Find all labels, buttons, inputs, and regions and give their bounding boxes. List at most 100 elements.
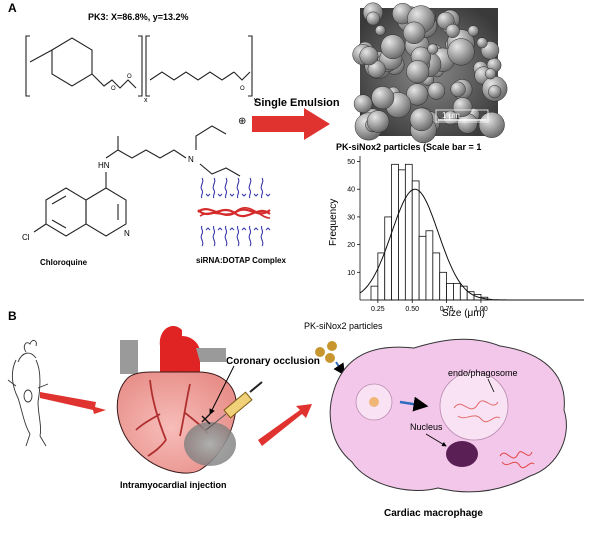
subscript-y: y [254, 97, 258, 104]
endo-phagosome-label: endo/phagosome [448, 368, 518, 378]
sirna-dotap-label: siRNA:DOTAP Complex [196, 256, 286, 265]
sem-particle [443, 110, 458, 126]
single-emulsion-arrow [252, 108, 330, 140]
chloroquine-label: Chloroquine [40, 258, 88, 267]
lipid-head [229, 193, 235, 197]
sem-particle [353, 94, 373, 114]
sem-particle [402, 21, 426, 44]
released-sirna [453, 400, 501, 423]
panel-letter-a: A [8, 1, 17, 15]
polymer-structure [25, 35, 253, 97]
x-tick-label: 1.00 [474, 306, 488, 313]
ring-n-label: N [124, 229, 130, 238]
lipid-tail [248, 225, 252, 247]
sem-particle [366, 110, 390, 133]
lipid-tail [224, 177, 228, 199]
sem-particle [409, 107, 434, 132]
lipid-head [205, 227, 211, 231]
lipid-tail [224, 225, 228, 247]
charge-symbol: ⊕ [238, 116, 246, 127]
sem-particle [452, 97, 473, 117]
lipid-head [253, 227, 259, 231]
sirna-dotap-graphic [197, 177, 271, 247]
oxygen-label: O [127, 74, 132, 80]
sem-particle [450, 81, 466, 97]
coronary-pointer [209, 365, 235, 415]
lipid-tail [212, 177, 216, 199]
x-tick-label: 0.50 [405, 306, 419, 313]
lipid-head [241, 227, 247, 231]
heart-illustration [116, 325, 237, 474]
sem-particle [359, 46, 379, 66]
sem-particle [488, 85, 502, 99]
endo-phagosome [439, 371, 509, 441]
chloroquine-structure [33, 125, 241, 237]
histogram-bar [439, 271, 447, 301]
panel-letter-b: B [8, 309, 17, 323]
lipid-tail [212, 225, 216, 247]
cl-label: Cl [22, 233, 30, 242]
histogram-bar [466, 291, 475, 301]
sem-particle [427, 43, 439, 55]
lipid-tail [236, 225, 240, 247]
polymer-label: PK3: X=86.8%, y=13.2% [88, 12, 189, 22]
sem-particle [467, 25, 479, 37]
rat-outline [7, 339, 49, 447]
sem-particle [445, 23, 460, 38]
lipid-head [217, 227, 223, 231]
lipid-head [253, 193, 259, 197]
sem-particle [447, 38, 475, 66]
sem-particle [371, 86, 395, 110]
nucleus [446, 441, 478, 467]
sem-particle [485, 68, 497, 80]
y-tick-label: 50 [347, 159, 355, 166]
y-tick-label: 20 [347, 242, 355, 249]
lipid-tail [200, 225, 204, 247]
y-tick-label: 10 [347, 270, 355, 277]
lipid-head [229, 227, 235, 231]
coronary-occlusion-label: Coronary occlusion [226, 356, 320, 367]
lipid-tail [260, 177, 264, 199]
single-emulsion-label: Single Emulsion [254, 97, 340, 109]
histogram-bar [418, 235, 427, 301]
histogram-bar [459, 285, 468, 301]
histogram-bar [404, 163, 413, 301]
lipid-tail [248, 177, 252, 199]
internalized-particle [369, 397, 379, 407]
sem-image: 1 μm [352, 2, 508, 144]
particle-cluster [315, 341, 337, 363]
heart-to-macrophage-arrow [258, 404, 312, 446]
lipid-head [265, 227, 271, 231]
lipid-head [217, 193, 223, 197]
x-tick-label: 0.75 [440, 306, 454, 313]
sem-particle [406, 60, 430, 84]
scale-bar-label: 1 μm [442, 111, 460, 120]
particles-caption: PK-siNox2 particles (Scale bar = 1 [336, 142, 481, 152]
y-tick-label: 40 [347, 187, 355, 194]
nucleus-pointer [425, 433, 447, 447]
particles-label-b: PK-siNox2 particles [304, 321, 383, 331]
sem-particle [406, 83, 429, 106]
histogram-bar [391, 163, 399, 301]
sem-particle [375, 25, 386, 36]
lipid-tail [236, 177, 240, 199]
lipid-head [241, 193, 247, 197]
sem-particle [478, 111, 505, 138]
histogram-bar [453, 282, 461, 301]
cytosolic-sirna [499, 451, 535, 469]
histogram-bar [411, 180, 420, 301]
histogram-bar [398, 169, 406, 301]
rat-to-heart-arrow [40, 392, 106, 414]
maturation-arrow [399, 396, 429, 412]
cardiac-macrophage-label: Cardiac macrophage [384, 508, 483, 519]
y-axis-label: Frequency [328, 199, 339, 246]
syringe-icon [205, 381, 263, 431]
lipid-head [205, 193, 211, 197]
sem-particle [380, 34, 406, 60]
y-tick-label: 30 [347, 214, 355, 221]
lipid-tail [200, 177, 204, 199]
subscript-x: x [144, 97, 148, 104]
oxygen-label: O [111, 86, 116, 92]
